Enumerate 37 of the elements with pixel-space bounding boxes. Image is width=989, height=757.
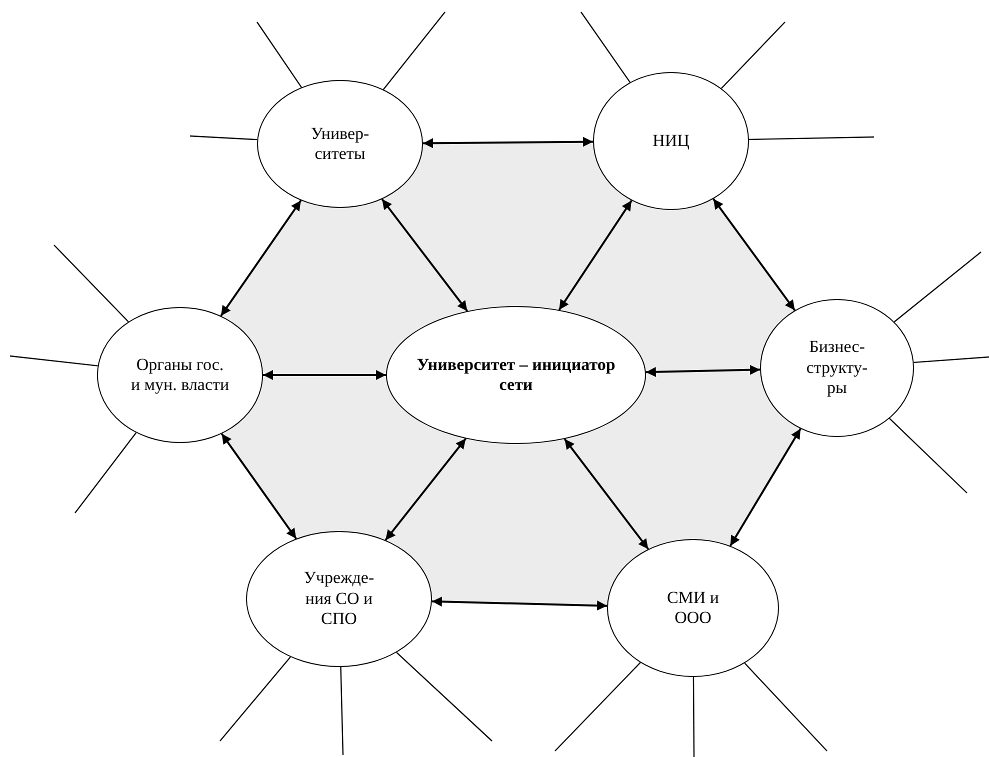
node-label: СМИ и ООО bbox=[666, 588, 720, 628]
line bbox=[54, 244, 129, 322]
line bbox=[721, 22, 786, 89]
line bbox=[220, 656, 291, 742]
line bbox=[744, 662, 828, 752]
double-arrow bbox=[263, 370, 386, 380]
line bbox=[256, 22, 302, 88]
double-arrow bbox=[729, 428, 802, 546]
line bbox=[10, 355, 98, 366]
line bbox=[889, 418, 968, 494]
double-arrow bbox=[558, 200, 632, 310]
node-label: Бизнес- структу- ры bbox=[805, 337, 869, 399]
line bbox=[382, 12, 446, 90]
line bbox=[554, 662, 641, 752]
line bbox=[894, 252, 982, 322]
node-label: Универ- ситеты bbox=[310, 124, 370, 164]
line bbox=[580, 12, 631, 83]
node-label: НИЦ bbox=[652, 130, 690, 152]
double-arrow bbox=[220, 200, 302, 316]
line bbox=[692, 677, 695, 757]
line bbox=[748, 136, 874, 140]
double-arrow bbox=[432, 596, 608, 611]
double-arrow bbox=[381, 198, 468, 312]
node-label: Учрежде- ния СО и СПО bbox=[302, 568, 376, 630]
double-arrow bbox=[422, 136, 594, 148]
double-arrow bbox=[384, 438, 466, 541]
line bbox=[340, 666, 344, 756]
double-arrow bbox=[646, 364, 760, 377]
line bbox=[914, 356, 989, 364]
double-arrow bbox=[220, 433, 297, 540]
double-arrow bbox=[712, 198, 796, 311]
line bbox=[74, 432, 137, 514]
line bbox=[190, 135, 258, 140]
node-label: Органы гос. и мун. власти bbox=[130, 354, 230, 396]
double-arrow bbox=[564, 438, 650, 550]
node-label: Университет – инициатор сети bbox=[416, 354, 616, 396]
line bbox=[396, 652, 492, 742]
